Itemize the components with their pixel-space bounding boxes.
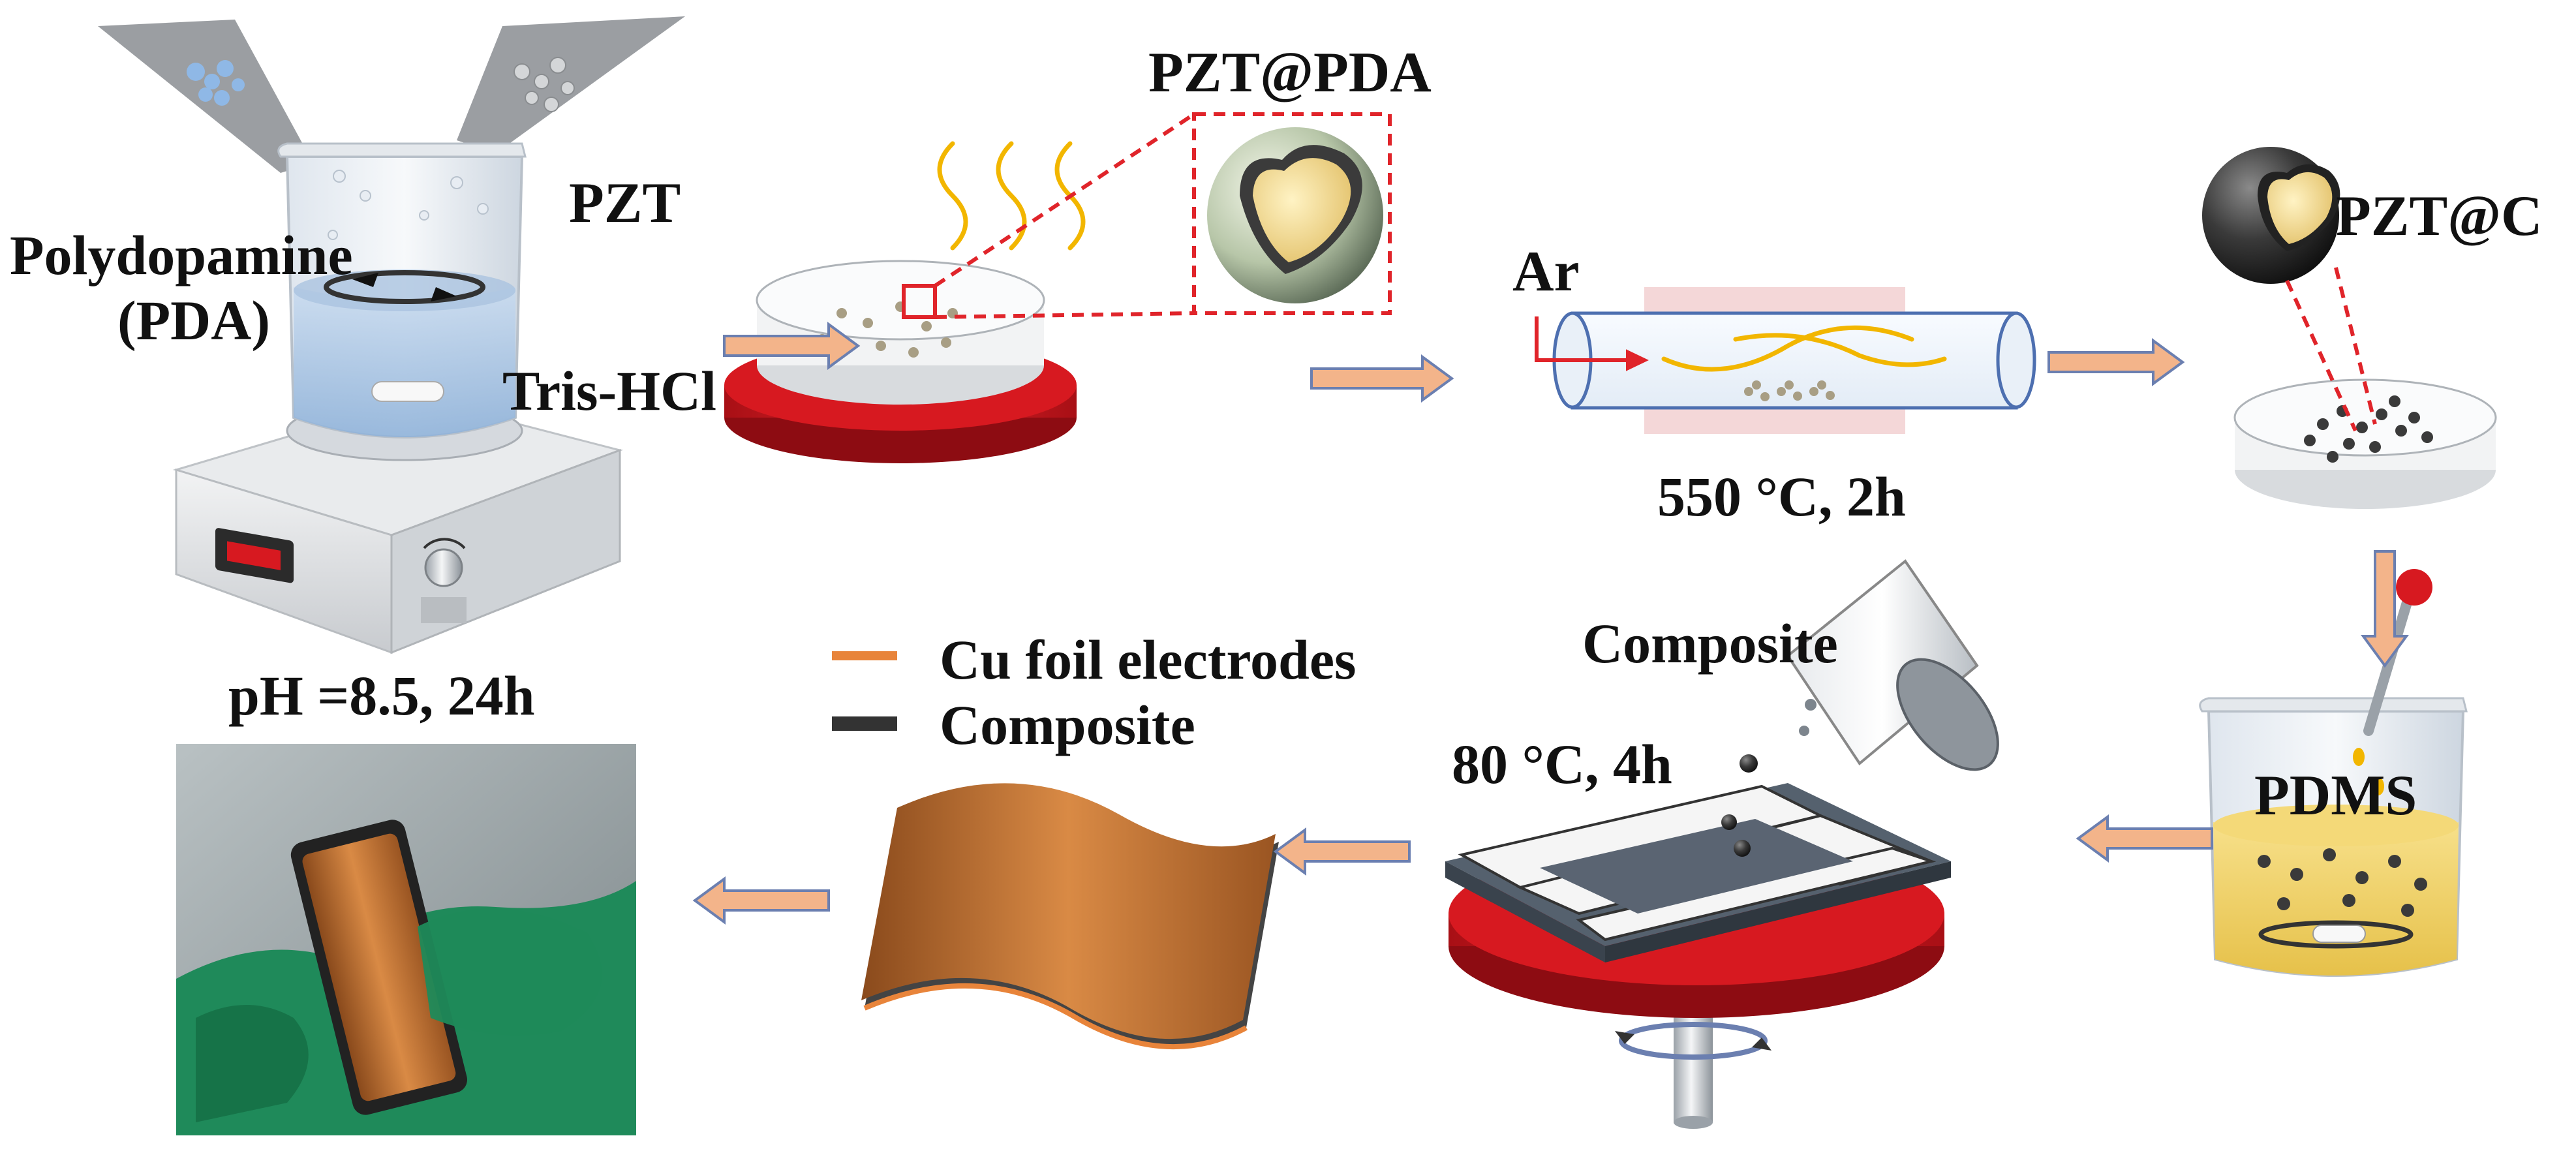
arrow-left-7 <box>692 876 830 925</box>
label-pdms: PDMS <box>2254 764 2417 827</box>
pouring-paper-right <box>457 16 685 153</box>
arrow-right-3 <box>2047 338 2185 386</box>
label-anneal: 550 °C, 2h <box>1657 465 1906 528</box>
arrow-down-4 <box>2361 550 2409 668</box>
tube-furnace <box>1552 287 2036 434</box>
pzt-c-sphere <box>2202 147 2340 284</box>
pzt-pda-sphere <box>1207 127 1383 303</box>
zoom-lines-2 <box>934 112 1392 319</box>
zoom-lines-4 <box>2285 267 2377 432</box>
arrow-left-6 <box>1273 827 1411 876</box>
pouring-cup <box>1786 559 1999 771</box>
legend-swatch-composite <box>832 716 897 731</box>
legend-label-composite: Composite <box>940 694 1195 756</box>
process-arrows <box>692 322 2409 925</box>
dropper-icon <box>2353 569 2432 795</box>
legend-label-cu: Cu foil electrodes <box>940 628 1357 691</box>
label-cure: 80 °C, 4h <box>1452 733 1672 795</box>
label-pda: (PDA) <box>117 289 270 352</box>
label-polydopamine: Polydopamine <box>10 224 353 286</box>
flexible-film <box>861 783 1279 1050</box>
label-tris-hcl: Tris-HCl <box>502 360 716 422</box>
petri-dish-4 <box>2233 378 2497 509</box>
gold-fibers-2 <box>937 141 1086 251</box>
legend-swatch-cu <box>832 651 897 660</box>
label-composite-pour: Composite <box>1582 612 1838 675</box>
pouring-paper-left <box>98 20 313 173</box>
label-pzt-c: PZT@C <box>2336 185 2543 248</box>
arrow-right-1 <box>723 322 861 370</box>
legend: Cu foil electrodes Composite <box>832 628 1357 756</box>
label-pzt-pda: PZT@PDA <box>1148 41 1432 104</box>
label-pzt: PZT <box>569 172 681 235</box>
knob-icon <box>423 538 466 587</box>
label-ar: Ar <box>1512 240 1580 303</box>
spin-coater <box>1445 754 1951 1129</box>
label-ph-time: pH =8.5, 24h <box>228 664 535 727</box>
device-photo <box>176 744 636 1135</box>
beaker-1 <box>277 142 527 461</box>
petri-dish-2 <box>756 260 1045 405</box>
arrow-left-5 <box>2076 814 2213 863</box>
pdms-beaker <box>2199 697 2468 977</box>
arrow-right-2 <box>1310 354 1454 403</box>
argon-inlet-arrow <box>1535 316 1649 371</box>
